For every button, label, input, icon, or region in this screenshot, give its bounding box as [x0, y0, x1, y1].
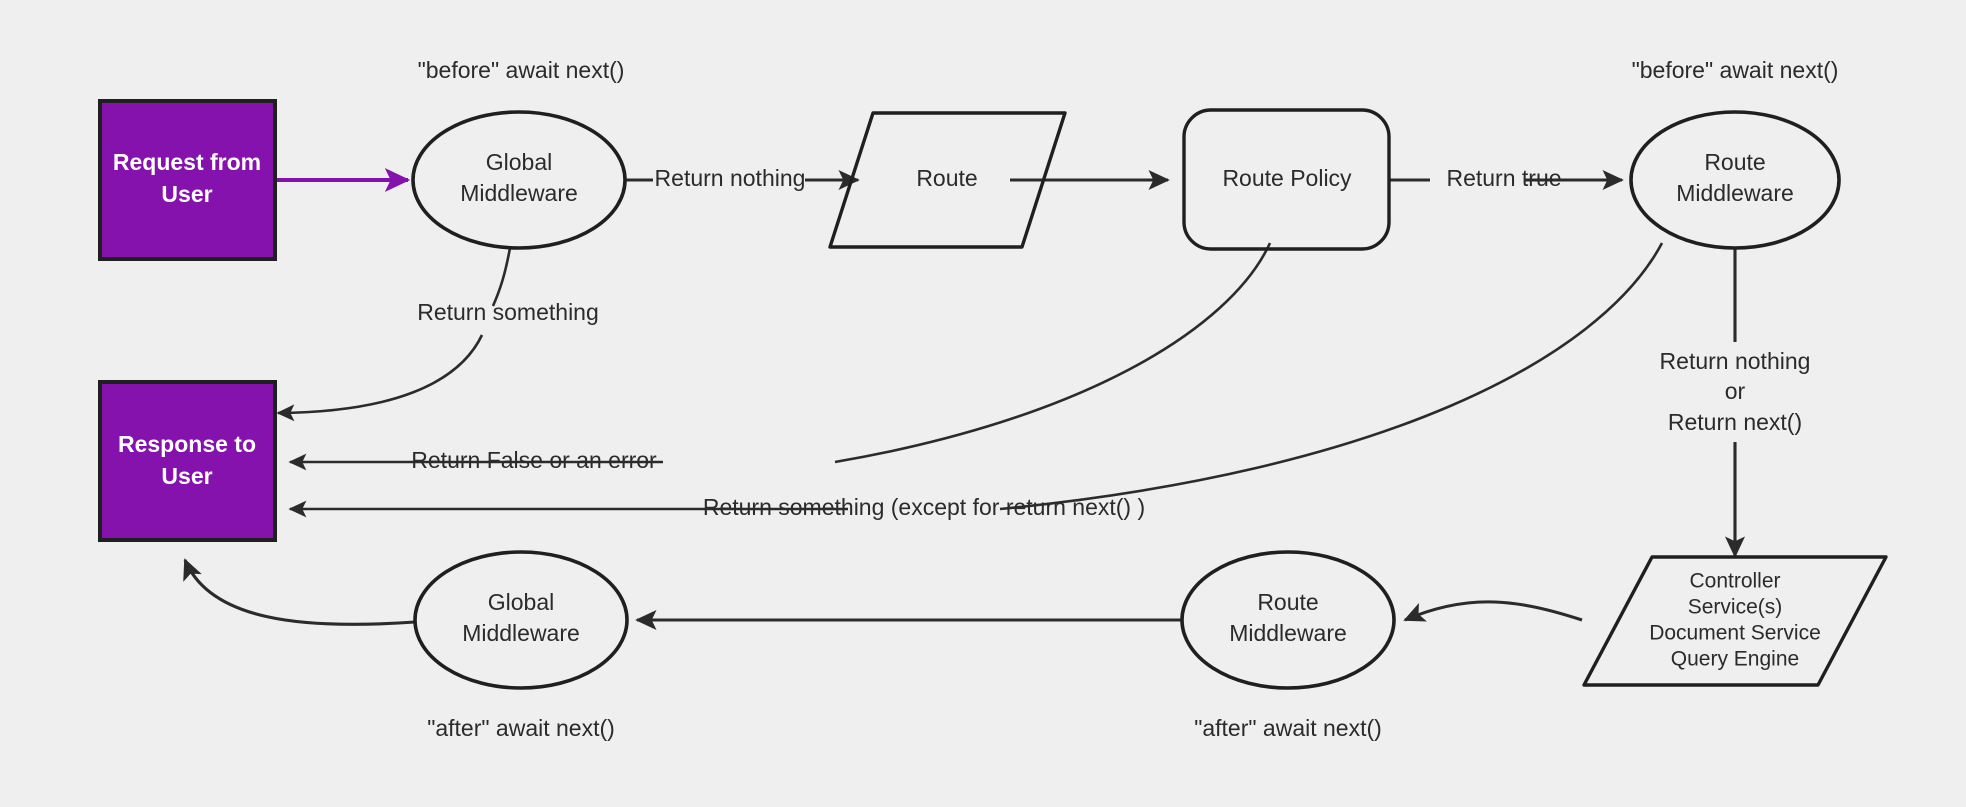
node-controller-label-line3: Document Service	[1649, 622, 1821, 645]
annotation-before-route-middleware: "before" await next()	[1632, 57, 1839, 83]
node-route-middleware-bottom-label-line2: Middleware	[1229, 620, 1347, 646]
node-request-from-user[interactable]	[98, 99, 277, 261]
node-controller-label-line4: Query Engine	[1671, 648, 1799, 671]
node-route-middleware-top-label-line2: Middleware	[1676, 180, 1794, 206]
edge-label-return-true: Return true	[1446, 165, 1561, 191]
annotation-after-route-middleware: "after" await next()	[1194, 715, 1382, 741]
node-route-policy-label: Route Policy	[1222, 165, 1352, 191]
node-response-to-user-label-line2: User	[161, 463, 212, 489]
node-route-policy[interactable]	[1182, 108, 1391, 251]
edge-label-return-something-except-next: Return something (except for return next…	[703, 494, 1145, 520]
node-global-middleware-top-label-line1: Global	[486, 149, 552, 175]
edge-label-return-nothing: Return nothing	[655, 165, 806, 191]
edge-route-policy-to-response-curve	[834, 242, 1272, 464]
node-controller-label-line2: Service(s)	[1688, 596, 1783, 619]
annotation-before-global-middleware: "before" await next()	[418, 57, 625, 83]
edge-global-to-response-upper-stub	[491, 247, 512, 307]
edge-route-mw-to-response-curve	[999, 242, 1664, 511]
edge-label-return-nothing-or-next-line1: Return nothing	[1660, 348, 1811, 374]
node-route-middleware-bottom[interactable]	[1180, 550, 1396, 690]
node-route-label: Route	[916, 165, 977, 191]
node-global-middleware-top[interactable]	[411, 110, 627, 250]
node-route-middleware-top-label-line1: Route	[1704, 149, 1765, 175]
node-global-middleware-top-label-line2: Middleware	[460, 180, 578, 206]
node-request-from-user-label-line2: User	[161, 181, 212, 207]
node-response-to-user[interactable]	[98, 380, 277, 542]
node-route-middleware-top[interactable]	[1629, 110, 1841, 250]
node-request-from-user-label-line1: Request from	[113, 149, 261, 175]
node-global-middleware-bottom-label-line1: Global	[488, 589, 554, 615]
edge-label-return-nothing-or-next-line2: or	[1725, 378, 1746, 404]
edge-global-middleware-to-response	[276, 334, 484, 422]
node-global-middleware-bottom[interactable]	[413, 550, 629, 690]
edge-label-return-something: Return something	[417, 299, 599, 325]
edge-global-mw-bottom-to-response	[183, 558, 416, 626]
node-response-to-user-label-line1: Response to	[118, 431, 256, 457]
edge-controller-to-route-middleware-bottom	[1403, 600, 1583, 622]
edge-label-return-nothing-or-next-line3: Return next()	[1668, 409, 1802, 435]
node-controller-label-line1: Controller	[1689, 570, 1780, 593]
node-route[interactable]	[828, 111, 1067, 249]
node-route-middleware-bottom-label-line1: Route	[1257, 589, 1318, 615]
annotation-after-global-middleware: "after" await next()	[427, 715, 615, 741]
node-controller-services[interactable]	[1582, 555, 1888, 687]
node-global-middleware-bottom-label-line2: Middleware	[462, 620, 580, 646]
edge-label-return-false-or-error: Return False or an error	[411, 447, 657, 473]
